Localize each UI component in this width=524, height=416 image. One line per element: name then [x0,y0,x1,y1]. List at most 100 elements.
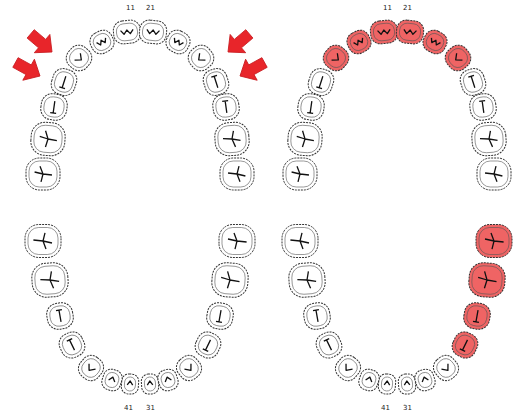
tooth-fissure [485,166,502,182]
tooth-fissure [324,339,334,352]
tooth-outline [220,158,254,190]
tooth [26,158,60,190]
tooth-number: 21 [403,4,412,12]
tooth-fissure [211,75,220,88]
tooth-outline [219,225,255,258]
tooth-fissure [404,29,417,34]
tooth-inner-outline [29,161,57,187]
tooth-outline [30,121,66,156]
tooth [296,92,325,121]
tooth-inner-outline [336,356,361,381]
tooth-inner-outline [160,371,177,389]
tooth-inner-outline [34,265,66,295]
tooth-number: 11 [383,4,392,12]
tooth-inner-outline [116,22,139,41]
tooth-fissure [292,166,309,182]
tooth-fissure [228,166,245,182]
tooth [282,225,318,258]
tooth-inner-outline [28,228,58,255]
tooth-fissure [97,38,108,46]
highlighted-tooth-outline [449,329,482,362]
tooth [74,351,107,384]
tooth [45,301,75,331]
tooth-inner-outline [204,70,227,95]
tooth-outline [141,373,159,394]
tooth-fissure [127,381,133,385]
tooth-inner-outline [188,45,213,70]
tooth-inner-outline [214,265,246,295]
tooth-fissure [67,339,77,352]
tooth-fissure [203,339,213,352]
tooth-inner-outline [479,228,509,255]
tooth [369,19,398,45]
tooth-fissure [59,75,68,88]
tooth-inner-outline [401,377,413,392]
tooth-inner-outline [373,22,396,41]
tooth-fissure [296,130,314,147]
highlighted-tooth-outline [476,225,512,258]
tooth-fissure [109,376,116,382]
tooth-inner-outline [445,45,470,70]
tooth-outline [429,351,462,384]
tooth [31,262,69,298]
tooth-inner-outline [124,377,136,392]
tooth-inner-outline [104,371,121,389]
tooth [429,351,462,384]
tooth-fissure [316,75,325,88]
tooth [395,19,424,45]
tooth-inner-outline [309,70,332,95]
tooth [344,27,375,57]
tooth-number: 31 [146,404,155,412]
tooth [156,367,181,393]
tooth-outline [45,301,75,331]
tooth-outline [378,373,396,394]
tooth-outline [282,225,318,258]
tooth-outline [331,351,364,384]
tooth-inner-outline [399,22,422,41]
tooth-outline [468,92,497,121]
arrow-shape [10,52,46,87]
tooth-outline [211,92,240,121]
tooth [30,121,66,156]
tooth-outline [458,66,489,98]
tooth-inner-outline [177,356,202,381]
highlighted-tooth-outline [395,19,424,45]
tooth [172,351,205,384]
tooth [313,329,346,362]
tooth-inner-outline [52,70,75,95]
tooth-inner-outline [417,371,434,389]
tooth-outline [477,158,511,190]
pointer-arrow [234,52,270,87]
tooth-fissure [332,53,342,63]
tooth [39,92,68,121]
tooth-outline [172,351,205,384]
tooth [477,158,511,190]
tooth-fissure [404,381,410,385]
tooth-outline [296,92,325,121]
tooth-inner-outline [222,228,252,255]
tooth-fissure [384,381,390,385]
tooth-outline [205,301,235,331]
highlighted-tooth-outline [344,27,375,57]
tooth-inner-outline [91,31,114,53]
tooth [211,92,240,121]
tooth-outline [313,329,346,362]
tooth-inner-outline [472,96,495,119]
tooth-fissure [485,233,504,249]
tooth [219,225,255,258]
tooth-fissure [468,75,477,88]
tooth [283,158,317,190]
tooth-inner-outline [196,333,221,358]
tooth-fissure [297,271,317,289]
tooth-fissure [33,233,52,249]
tooth [49,66,80,98]
tooth-outline [74,351,107,384]
tooth-outline [288,262,326,298]
tooth [398,373,416,394]
tooth-fissure [354,38,365,46]
tooth-outline [306,66,337,98]
tooth-outline [31,262,69,298]
tooth-fissure [147,29,160,34]
tooth [306,66,337,98]
